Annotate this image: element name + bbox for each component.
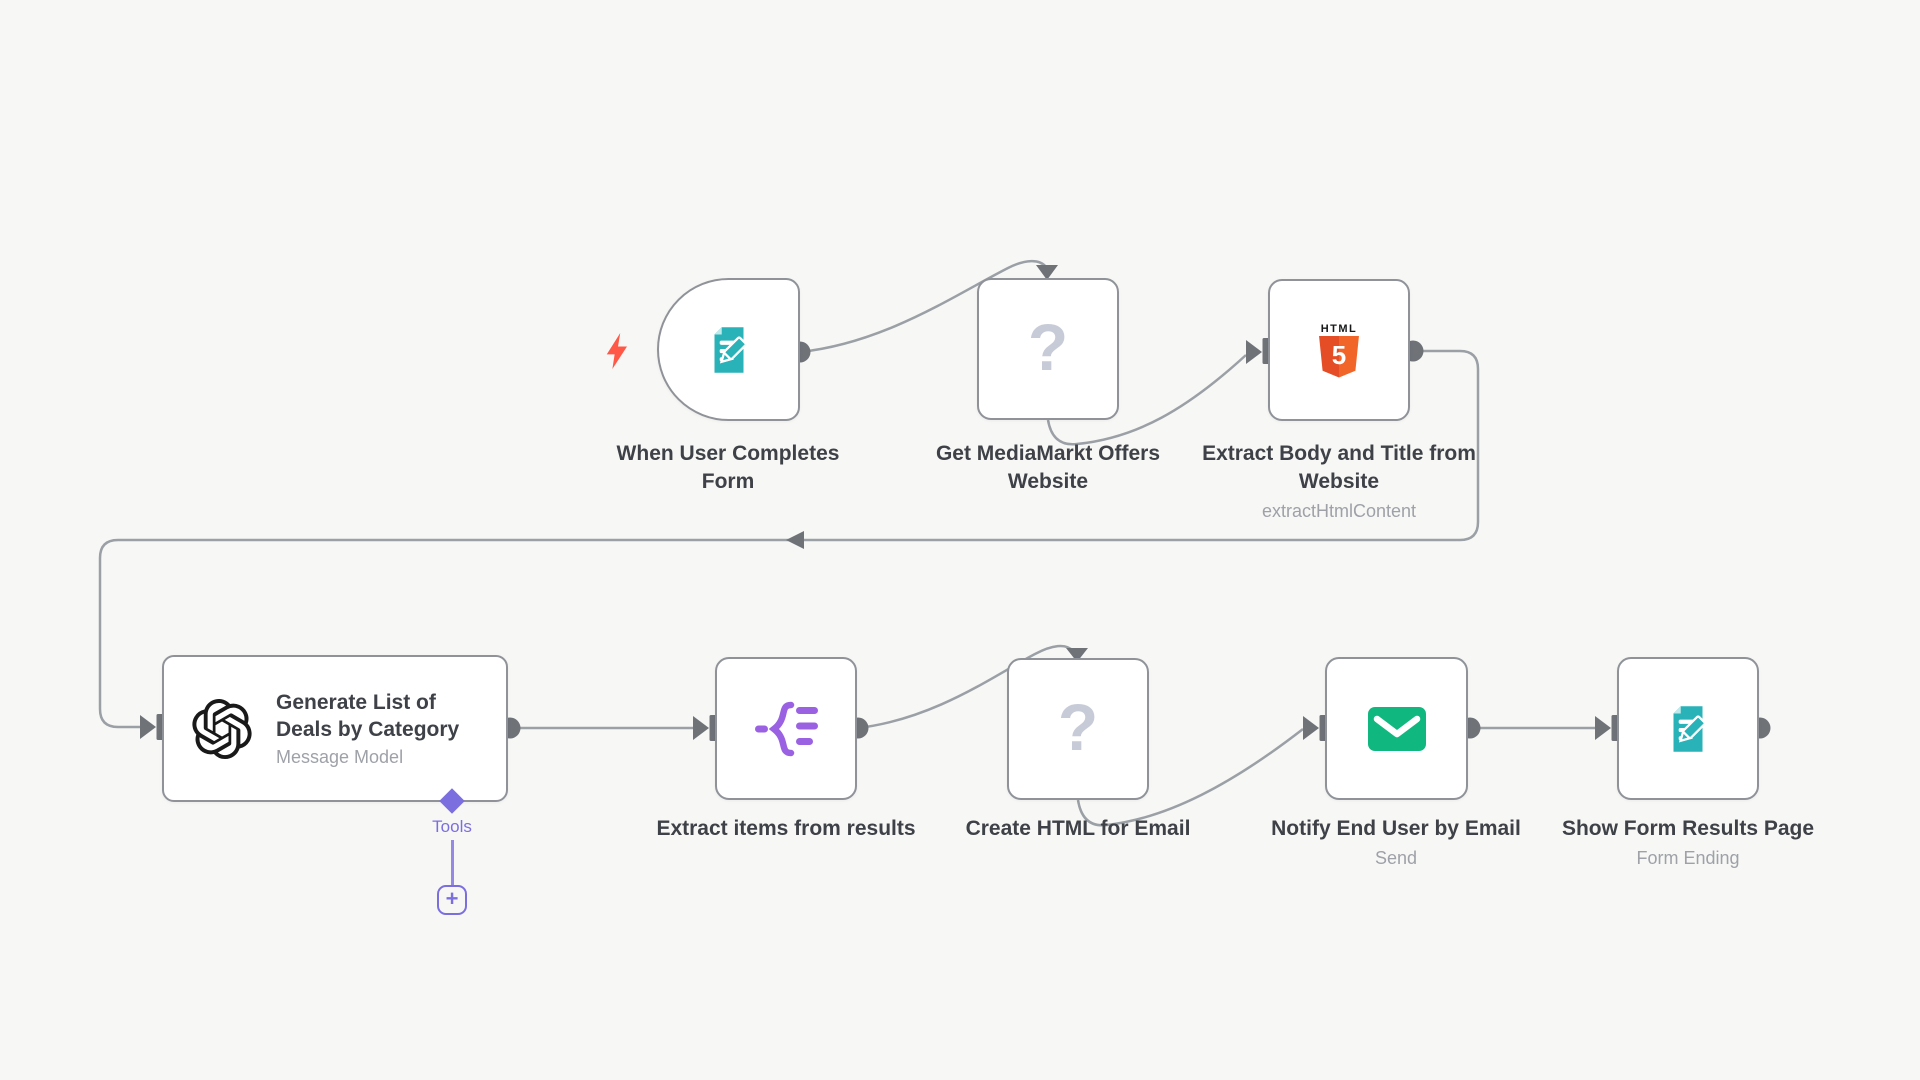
node-subtitle: extractHtmlContent bbox=[1261, 501, 1417, 521]
node-title: Notify End User by Email bbox=[1271, 817, 1521, 840]
arrowhead-notifyemail-input bbox=[1303, 716, 1319, 740]
plus-icon: + bbox=[445, 886, 459, 911]
label-extract-items: Extract items from results bbox=[586, 815, 986, 843]
label-extract-html: Extract Body and Title from Website extr… bbox=[1194, 440, 1484, 523]
split-out-icon bbox=[755, 701, 818, 756]
node-title: Get MediaMarkt Offers Website bbox=[935, 442, 1161, 493]
node-subtitle: Form Ending bbox=[1636, 848, 1740, 868]
arrowhead-extracthtml-input bbox=[1246, 340, 1262, 364]
node-generate-deals[interactable]: Generate List of Deals by Category Messa… bbox=[162, 655, 508, 802]
tools-connector-line bbox=[451, 840, 454, 885]
openai-icon bbox=[192, 698, 252, 759]
node-subtitle: Send bbox=[1374, 848, 1418, 868]
add-tool-button[interactable]: + bbox=[437, 885, 467, 915]
arrowhead-extractitems-input bbox=[693, 716, 709, 740]
node-form-trigger[interactable] bbox=[657, 278, 800, 421]
node-title: Show Form Results Page bbox=[1561, 817, 1815, 840]
arrowhead-left-loop bbox=[786, 531, 804, 549]
node-notify-email[interactable] bbox=[1325, 657, 1468, 800]
question-mark-icon: ? bbox=[1027, 310, 1069, 384]
label-get-website: Get MediaMarkt Offers Website bbox=[913, 440, 1183, 496]
node-get-website[interactable]: ? bbox=[977, 278, 1119, 420]
node-title: Generate List of Deals by Category bbox=[276, 691, 460, 741]
question-mark-icon: ? bbox=[1057, 690, 1099, 764]
arrowhead-showresults-input bbox=[1595, 716, 1611, 740]
html5-icon: HTML 5 bbox=[1316, 323, 1362, 378]
node-show-results[interactable] bbox=[1617, 657, 1759, 800]
label-form-trigger: When User Completes Form bbox=[593, 440, 863, 496]
node-title: Extract Body and Title from Website bbox=[1202, 442, 1476, 493]
node-title: Create HTML for Email bbox=[965, 817, 1191, 840]
arrowhead-generatedeals-input bbox=[140, 715, 156, 739]
label-notify-email: Notify End User by Email Send bbox=[1246, 815, 1546, 870]
node-title: When User Completes Form bbox=[616, 442, 840, 493]
node-subtitle: Message Model bbox=[276, 747, 404, 767]
form-icon bbox=[1673, 705, 1706, 752]
label-create-html: Create HTML for Email bbox=[928, 815, 1228, 843]
node-title: Extract items from results bbox=[656, 817, 916, 840]
node-extract-html[interactable]: HTML 5 bbox=[1268, 279, 1410, 421]
node-create-html[interactable]: ? bbox=[1007, 658, 1149, 800]
tools-connector-label: Tools bbox=[432, 817, 472, 836]
email-icon bbox=[1367, 706, 1426, 751]
node-extract-items[interactable] bbox=[715, 657, 857, 800]
form-icon bbox=[714, 326, 747, 373]
label-show-results: Show Form Results Page Form Ending bbox=[1538, 815, 1838, 870]
lightning-bolt-icon bbox=[606, 333, 627, 369]
